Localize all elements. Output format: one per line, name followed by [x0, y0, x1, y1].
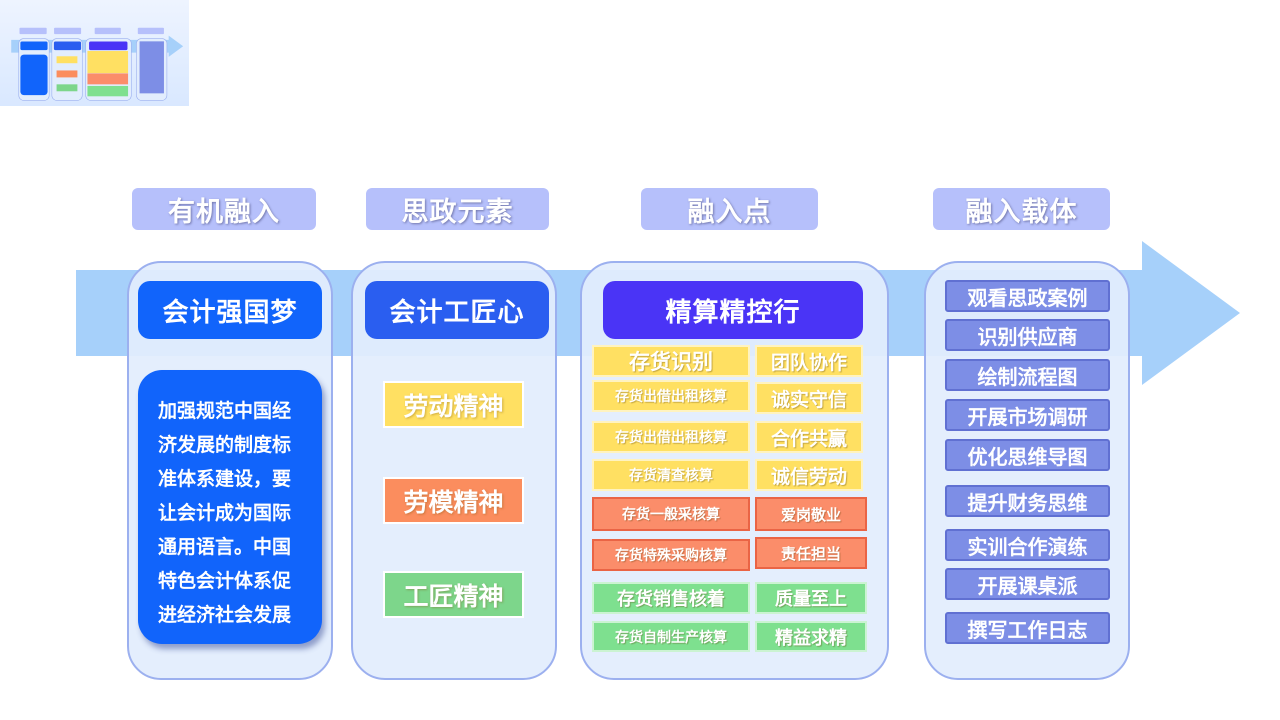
point-lending-leasing-1: 存货出借出租核算	[592, 380, 750, 412]
point-self-production: 存货自制生产核算	[592, 621, 750, 652]
value-teamwork: 团队协作	[755, 345, 863, 377]
description-line: 通用语言。中国	[158, 536, 292, 558]
carrier-work-log: 撰写工作日志	[945, 612, 1110, 644]
point-inventory-check: 存货清查核算	[592, 459, 750, 491]
point-special-purchase: 存货特殊采购核算	[592, 539, 750, 571]
point-inventory-identification: 存货识别	[592, 345, 750, 377]
thumbnail-miniature	[11, 27, 184, 101]
spirit-model-worker: 劳模精神	[383, 477, 524, 524]
accounting-dream-description: 加强规范中国经 济发展的制度标 准体系建设，要 让会计成为国际 通用语言。中国 …	[138, 370, 322, 644]
value-honesty: 诚实守信	[755, 382, 863, 414]
description-line: 让会计成为国际	[158, 502, 292, 524]
title-precise-control: 精算精控行	[603, 281, 863, 339]
spirit-craftsman: 工匠精神	[383, 571, 524, 618]
header-ideological-elements: 思政元素	[366, 188, 549, 230]
description-line: 特色会计体系促	[158, 570, 292, 592]
header-organic-integration: 有机融入	[132, 188, 316, 230]
carrier-draw-flowchart: 绘制流程图	[945, 359, 1110, 391]
value-honest-labor: 诚信劳动	[755, 459, 863, 491]
value-excellence: 精益求精	[755, 621, 867, 652]
header-integration-carriers: 融入载体	[933, 188, 1110, 230]
description-line: 济发展的制度标	[158, 434, 292, 456]
carrier-financial-thinking: 提升财务思维	[945, 485, 1110, 517]
carrier-desk-session: 开展课桌派	[945, 568, 1110, 600]
point-sales-accounting: 存货销售核着	[592, 582, 750, 614]
carrier-identify-suppliers: 识别供应商	[945, 319, 1110, 351]
carrier-watch-cases: 观看思政案例	[945, 280, 1110, 312]
carrier-training-drill: 实训合作演练	[945, 529, 1110, 561]
value-responsibility: 责任担当	[755, 537, 867, 569]
carrier-market-research: 开展市场调研	[945, 399, 1110, 431]
value-dedication: 爱岗敬业	[755, 497, 867, 531]
value-cooperation: 合作共赢	[755, 421, 863, 453]
title-craftsman-heart: 会计工匠心	[365, 281, 549, 339]
title-accounting-dream: 会计强国梦	[138, 281, 322, 339]
description-line: 加强规范中国经	[158, 400, 292, 422]
description-line: 进经济社会发展	[158, 604, 292, 626]
spirit-labor: 劳动精神	[383, 381, 524, 428]
point-general-purchase: 存货一般采核算	[592, 497, 750, 531]
point-lending-leasing-2: 存货出借出租核算	[592, 421, 750, 453]
slide-thumbnail[interactable]	[0, 0, 189, 106]
value-quality-first: 质量至上	[755, 582, 867, 614]
description-line: 准体系建设，要	[158, 468, 292, 490]
header-integration-points: 融入点	[641, 188, 818, 230]
carrier-mind-map: 优化思维导图	[945, 439, 1110, 471]
